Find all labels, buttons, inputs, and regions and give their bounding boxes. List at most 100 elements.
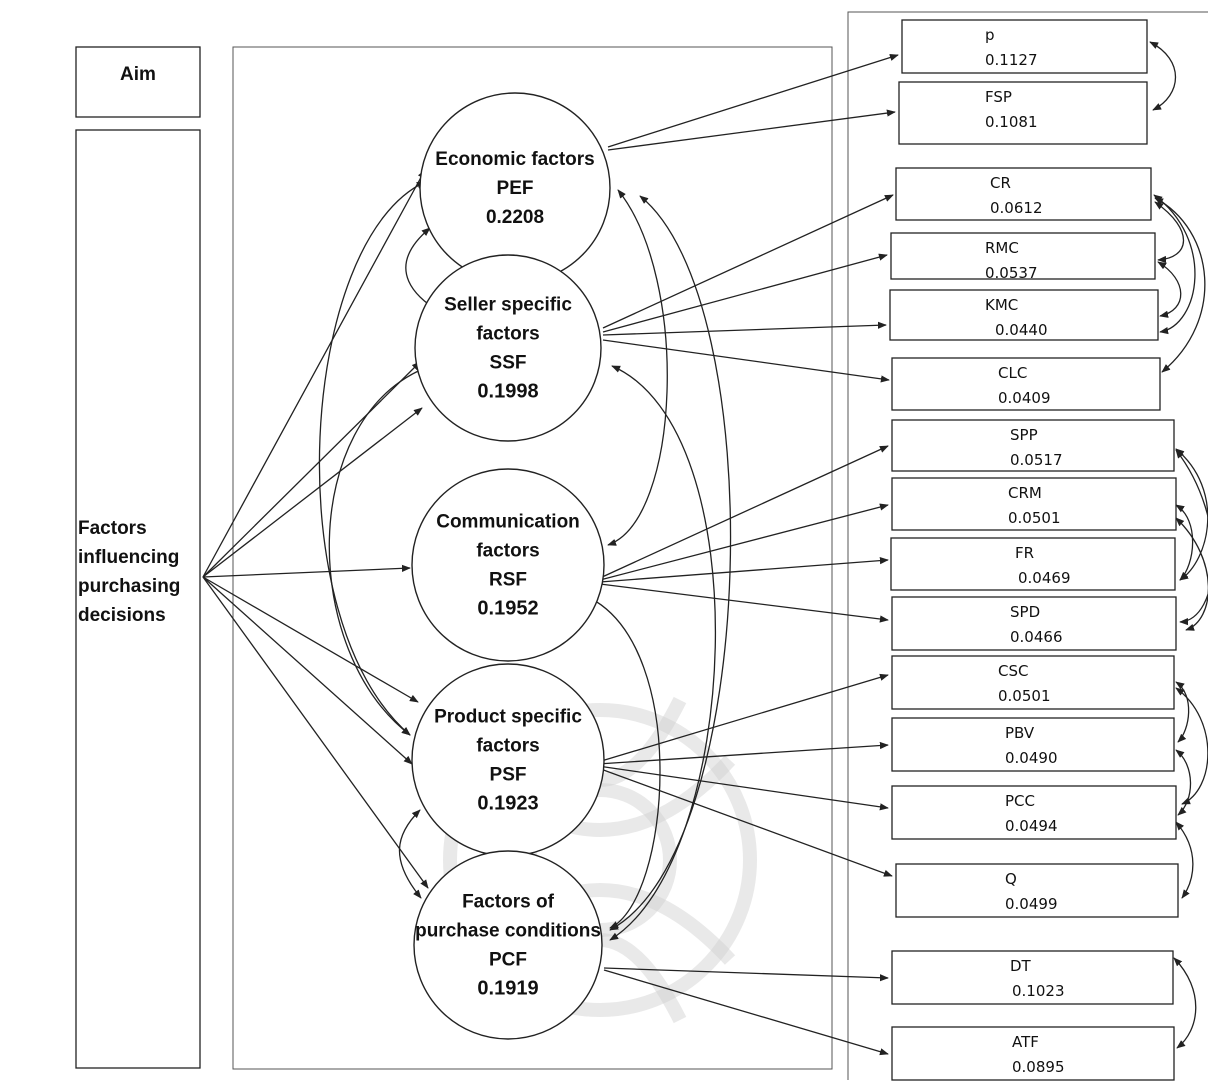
criterion-code: SPP (1010, 426, 1038, 444)
criterion-code: CR (990, 174, 1011, 192)
criterion-code: Q (1005, 870, 1017, 888)
goal-edge (202, 564, 411, 578)
criterion-code: CRM (1008, 484, 1042, 502)
factor-label: factors (476, 324, 539, 345)
criterion-nodes: p0.1127FSP0.1081CR0.0612RMC0.0537KMC0.04… (889, 19, 1179, 1081)
criterion-edge (602, 321, 887, 336)
goal-edge (202, 576, 413, 765)
factor-circle (411, 663, 605, 857)
goal-line: decisions (78, 605, 166, 626)
criterion-node-crm: CRM 0.0501 (891, 477, 1177, 531)
interdependence-edge (398, 809, 422, 899)
criterion-edge (599, 445, 889, 579)
criterion-code: PCC (1005, 792, 1035, 810)
aim-label: Aim (120, 64, 156, 85)
correlation-edge (1173, 957, 1197, 1049)
factor-label: factors (476, 736, 539, 757)
criterion-value: 0.0517 (1010, 451, 1063, 469)
criterion-edge (602, 339, 890, 383)
criterion-edge (602, 194, 894, 329)
interdependence-edge (328, 367, 426, 736)
correlation-edge (1175, 749, 1192, 816)
criterion-node-spd: SPD 0.0466 (891, 596, 1177, 651)
criterion-value: 0.0409 (998, 389, 1051, 407)
factor-code: PEF (497, 178, 534, 199)
correlation-edge (1175, 681, 1190, 743)
criterion-code: DT (1010, 957, 1032, 975)
factor-label: Product specific (434, 707, 582, 728)
factor-label: Economic factors (435, 149, 594, 170)
criterion-node-dt: DT0.1023 (891, 950, 1174, 1005)
goal-line: Factors (78, 518, 147, 539)
goal-edge (202, 576, 429, 889)
criterion-edge (607, 54, 899, 148)
criterion-box (891, 477, 1177, 531)
goal-edge (202, 576, 419, 703)
criterion-value: 0.1081 (985, 113, 1038, 131)
correlation-edge (1175, 517, 1208, 631)
criterion-edge (599, 557, 889, 583)
criterion-box (891, 357, 1161, 411)
criterion-box (890, 232, 1156, 280)
criterion-value: 0.0537 (985, 264, 1038, 282)
criterion-value: 0.0440 (995, 321, 1048, 339)
criterion-box (898, 81, 1148, 145)
factor-weight: 0.1923 (477, 793, 538, 815)
criteria-frame (847, 11, 1208, 1080)
criterion-code: CLC (998, 364, 1027, 382)
correlation-edge (1175, 687, 1208, 805)
criterion-box (895, 863, 1179, 918)
criterion-box (891, 785, 1177, 840)
goal-label: Factors influencing purchasing decisions (78, 518, 180, 626)
criterion-edge (597, 767, 893, 877)
factor-code: PCF (489, 950, 527, 971)
criterion-value: 0.0494 (1005, 817, 1058, 835)
correlation-edge (1154, 197, 1206, 373)
criterion-node-p: p 0.1127 (901, 19, 1148, 74)
factor-code: RSF (489, 570, 527, 591)
correlation-edge (1157, 261, 1182, 318)
factor-circle (413, 850, 603, 1040)
factor-label: Factors of (462, 892, 555, 913)
criterion-edge (603, 969, 889, 1056)
factor-label: Seller specific (444, 295, 572, 316)
correlation-edge (1175, 504, 1194, 581)
factor-code: SSF (490, 353, 527, 374)
interdependence-edge (589, 597, 661, 929)
goal-box (75, 129, 201, 1069)
criterion-code: p (985, 26, 995, 44)
criterion-value: 0.0466 (1010, 628, 1063, 646)
criterion-value: 0.0469 (1018, 569, 1071, 587)
criterion-edge (599, 583, 889, 623)
correlation-edge (1153, 194, 1196, 335)
criterion-code: CSC (998, 662, 1028, 680)
factor-weight: 0.1919 (477, 978, 538, 1000)
factor-weight: 0.2208 (486, 207, 544, 228)
criterion-node-clc: CLC 0.0409 (891, 357, 1161, 411)
criterion-code: ATF (1012, 1033, 1039, 1051)
factor-label: factors (476, 541, 539, 562)
criterion-code: SPD (1010, 603, 1040, 621)
criterion-box (895, 167, 1152, 221)
factor-circle (411, 468, 605, 662)
correlation-edge (1154, 201, 1184, 264)
criterion-edge (603, 967, 889, 982)
criterion-code: FSP (985, 88, 1012, 106)
criterion-node-fsp: FSP 0.1081 (898, 81, 1148, 145)
criterion-box (891, 717, 1175, 772)
criterion-code: FR (1015, 544, 1034, 562)
criterion-value: 0.1127 (985, 51, 1038, 69)
interdependence-edge (318, 181, 426, 736)
criterion-box (889, 289, 1159, 341)
criterion-edge (597, 765, 889, 811)
criterion-value: 0.0501 (1008, 509, 1061, 527)
criterion-value: 0.0490 (1005, 749, 1058, 767)
